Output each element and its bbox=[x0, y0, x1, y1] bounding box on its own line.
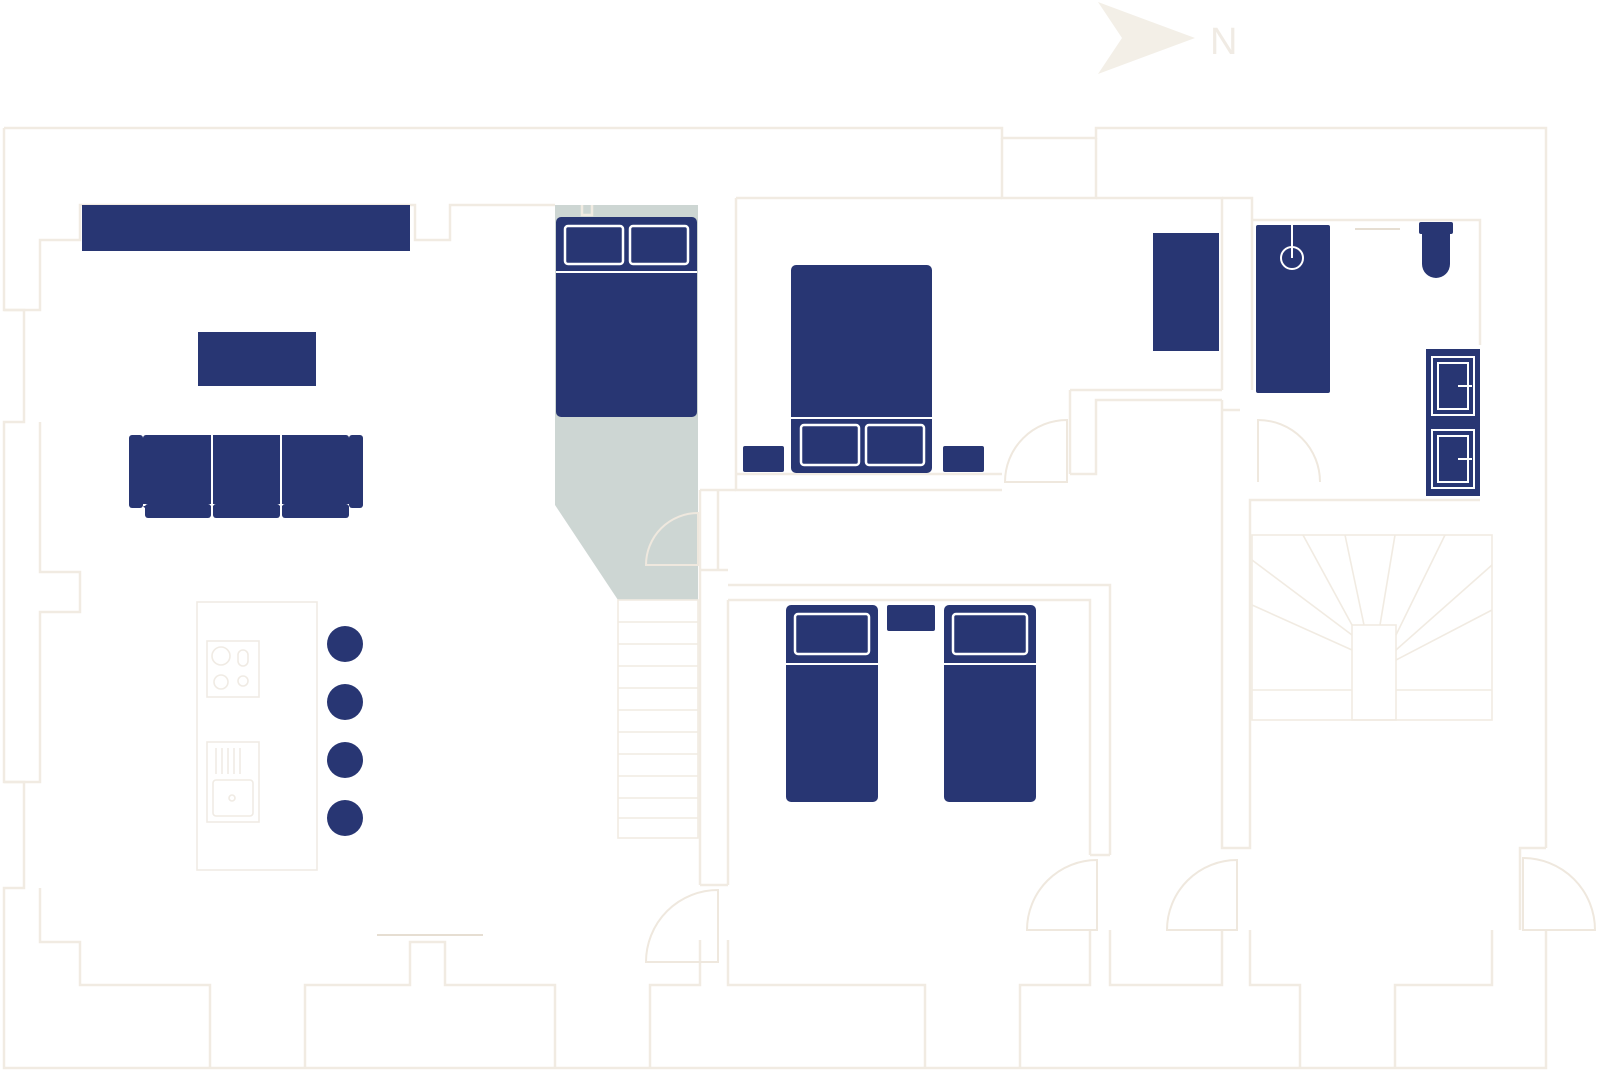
kitchen-island bbox=[196, 601, 318, 871]
straight-staircase bbox=[617, 599, 699, 839]
interior-walls bbox=[580, 196, 1482, 887]
double-bed bbox=[556, 217, 697, 417]
wardrobe bbox=[1153, 233, 1219, 351]
bar-stool bbox=[327, 742, 363, 778]
sofa bbox=[129, 435, 363, 518]
doors bbox=[644, 418, 1597, 963]
tv-unit bbox=[82, 205, 410, 251]
nightstand bbox=[887, 605, 935, 631]
nightstand bbox=[943, 446, 984, 472]
north-arrow: N bbox=[1098, 2, 1237, 74]
toilet bbox=[1419, 222, 1453, 278]
shower bbox=[1256, 225, 1330, 393]
winder-staircase bbox=[1251, 534, 1493, 721]
single-bed bbox=[786, 605, 878, 802]
coffee-table bbox=[198, 332, 316, 386]
outer-walls bbox=[2, 126, 1548, 1070]
bar-stool bbox=[327, 800, 363, 836]
bar-stool bbox=[327, 684, 363, 720]
bar-stool bbox=[327, 626, 363, 662]
double-vanity bbox=[1426, 349, 1480, 496]
master-bed bbox=[791, 265, 932, 473]
single-bed bbox=[944, 605, 1036, 802]
north-label: N bbox=[1210, 21, 1237, 63]
nightstand bbox=[743, 446, 784, 472]
